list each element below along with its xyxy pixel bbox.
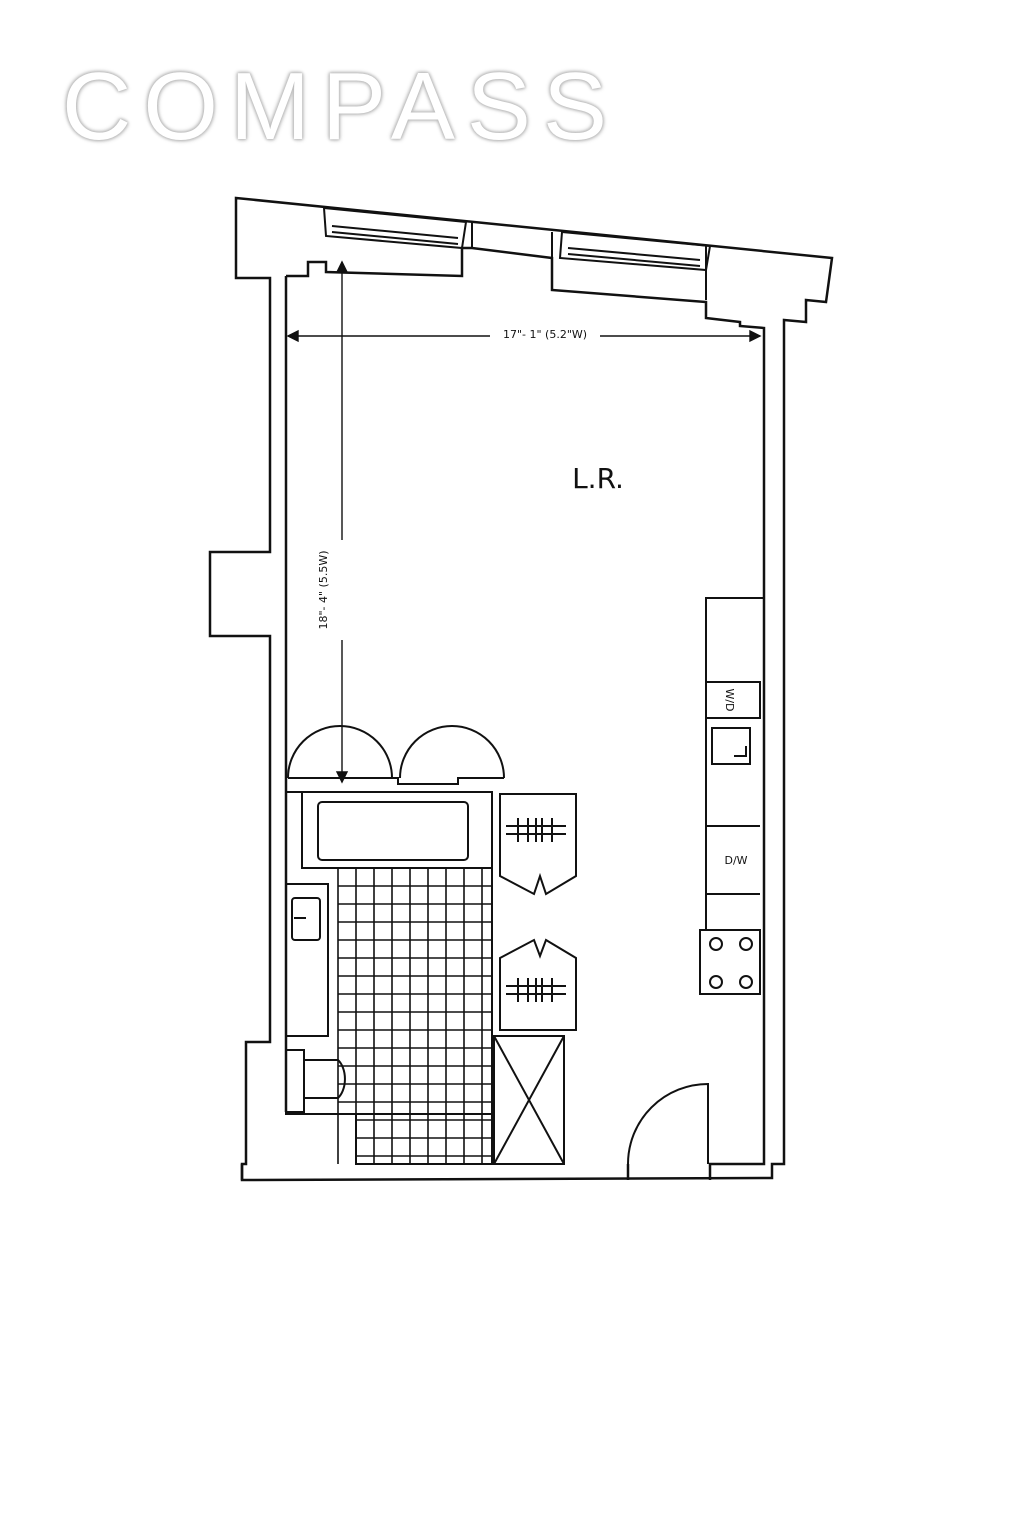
- kitchen-sink: [711, 727, 751, 765]
- inner-wall: [286, 246, 766, 1180]
- burner-icon: [709, 975, 723, 989]
- bathtub: [317, 801, 469, 861]
- width-dimension-label: 17"- 1" (5.2"W): [503, 328, 587, 341]
- bath-tile-floor: [337, 868, 492, 1164]
- burner-icon: [739, 937, 753, 951]
- bath-sink: [291, 897, 321, 941]
- room-label-living-room: L.R.: [572, 462, 624, 495]
- bath-door-swing-left: [287, 725, 393, 779]
- outer-wall: [208, 196, 834, 1182]
- dishwasher-label: D/W: [724, 854, 747, 867]
- burner-icon: [739, 975, 753, 989]
- kitchen-counter: [705, 597, 764, 930]
- bath-vanity: [285, 883, 329, 1037]
- washer-dryer-label: W/D: [723, 688, 736, 711]
- toilet: [285, 1049, 346, 1113]
- closet-lower: [499, 938, 577, 1031]
- bath-door-swing-right: [399, 725, 505, 779]
- length-dimension-label: 18"- 4" (5.5W): [317, 550, 330, 629]
- window-left: [322, 206, 468, 250]
- entry-door: [627, 1082, 709, 1165]
- washer-dryer: [705, 681, 761, 719]
- closet-upper: [499, 793, 577, 896]
- utility-chase: [493, 1035, 565, 1165]
- burner-icon: [709, 937, 723, 951]
- cooktop: [699, 929, 761, 995]
- compass-logo: COMPASS: [62, 53, 619, 160]
